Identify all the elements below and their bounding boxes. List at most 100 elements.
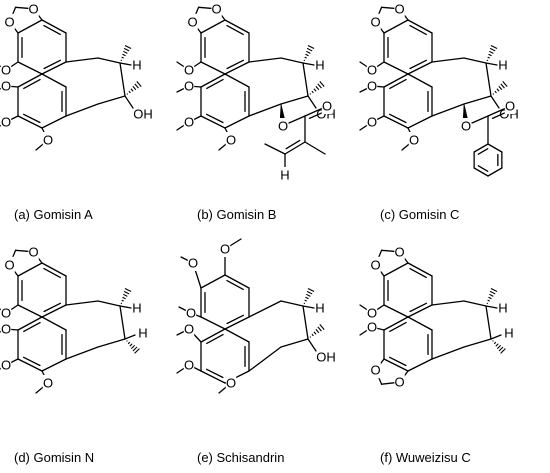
hydrogen-atom: H <box>280 168 289 183</box>
methyl-hashed-bond <box>487 56 490 59</box>
ring-bond <box>407 262 433 277</box>
ring-bond <box>383 316 409 331</box>
oxygen-atom-bg <box>394 374 405 391</box>
ring-bond <box>224 61 250 75</box>
ring-bond <box>17 73 43 88</box>
ring-bond <box>17 19 43 34</box>
oxygen-atom-bg <box>185 305 197 321</box>
oxygen-atom: O <box>371 257 381 272</box>
methyl-hashed-bond <box>131 345 135 349</box>
oxygen-atom-bg <box>370 256 381 273</box>
hydrogen-atom: H <box>315 58 324 73</box>
ring-double-bond <box>226 279 244 291</box>
hydroxyl-label: OH <box>133 107 153 122</box>
ring-double-bond <box>409 59 428 70</box>
oxygen-atom-bg <box>370 13 381 30</box>
methyl-hashed-bond <box>500 83 505 89</box>
hydroxyl-bond <box>307 95 317 109</box>
oxygen-atom-bg <box>183 114 195 130</box>
ring-double-bond <box>205 368 224 379</box>
hydrogen-atom: H <box>498 301 507 316</box>
ring-bond <box>383 358 409 372</box>
oxygen-atom: O <box>184 358 194 373</box>
oxygen-atom: O <box>367 115 377 130</box>
ring-double-bond <box>43 302 62 313</box>
cyclooctadiene-bond <box>485 305 492 340</box>
cyclooctadiene-bond <box>248 300 282 318</box>
cyclooctadiene-bond <box>302 305 309 340</box>
caption-gomisin-a: (a) Gomisin A <box>14 207 93 222</box>
oxygen-atom: O <box>43 133 53 148</box>
oxygen-atom: O <box>5 257 15 272</box>
methyl-hashed-bond <box>498 346 504 352</box>
caption-gomisin-c: (c) Gomisin C <box>380 207 459 222</box>
h-bond <box>119 305 132 309</box>
oxygen-atom-bg <box>183 321 195 337</box>
oxygen-atom: O <box>220 242 230 257</box>
hydroxyl-bond <box>490 95 500 109</box>
ring-bond <box>473 143 489 153</box>
methyl-hashed-bond <box>123 47 130 52</box>
methyl-hashed-bond <box>317 326 322 332</box>
ring-bond <box>407 19 433 34</box>
methyl-hashed-bond <box>315 328 320 334</box>
cyclooctadiene-bond <box>431 346 465 360</box>
ring-bond <box>17 316 43 331</box>
ring-bond <box>200 61 226 75</box>
oxygen-atom: O <box>5 14 15 29</box>
ring-double-bond <box>205 113 224 124</box>
oxygen-atom-bg <box>366 305 378 321</box>
cyclooctadiene-bond <box>463 338 492 348</box>
oxygen-atom-bg <box>28 243 39 260</box>
hydrogen-atom: H <box>498 58 507 73</box>
hydrogen-atom: H <box>138 326 147 341</box>
ring-double-bond <box>22 356 41 367</box>
methyl-hashed-bond <box>494 90 497 94</box>
oxygen-atom-bg <box>225 375 237 391</box>
ring-bond <box>41 61 67 75</box>
ring-bond <box>224 316 250 330</box>
carbonyl-bond <box>487 107 507 117</box>
methyl-hashed-bond <box>304 56 307 59</box>
ring-double-bond <box>409 267 427 279</box>
methyl-hashed-bond <box>497 345 501 349</box>
ring-bond <box>200 19 226 34</box>
methyl-hashed-bond <box>305 296 309 300</box>
methyl-hashed-bond <box>124 44 132 50</box>
methyl-hashed-bond <box>490 287 498 293</box>
ring-bond <box>487 143 503 153</box>
methyl-hashed-bond <box>493 341 497 345</box>
methyl-hashed-bond <box>120 302 123 305</box>
h-bond <box>485 62 498 66</box>
oxygen-atom-bg <box>219 241 231 257</box>
oxygen-atom: O <box>29 244 39 259</box>
carbonyl-oxygen-bg <box>504 98 516 114</box>
oxygen-atom: O <box>395 375 405 390</box>
methyl-hashed-bond <box>490 44 498 50</box>
cyclooctadiene-bond <box>65 300 99 306</box>
ring-double-bond <box>43 24 61 36</box>
oxygen-atom-bg <box>187 13 198 30</box>
ring-bond <box>17 262 43 277</box>
hydrogen-atom: H <box>132 58 141 73</box>
ring-double-bond <box>389 321 407 333</box>
hydrogen-atom-bg <box>131 57 143 73</box>
cyclooctadiene-bond <box>280 57 304 64</box>
oxygen-atom-bg <box>183 62 195 78</box>
oxygen-atom-bg <box>370 362 381 379</box>
h-bond <box>119 62 132 66</box>
oxygen-atom: O <box>1 79 11 94</box>
hydrogen-atom: H <box>315 301 324 316</box>
methyl-hashed-bond <box>315 85 320 91</box>
ring-bond <box>41 115 67 129</box>
oxygen-atom-bg <box>0 357 12 373</box>
oxygen-atom-bg <box>0 114 12 130</box>
methyl-hashed-bond <box>319 324 325 330</box>
oxygen-atom: O <box>186 306 196 321</box>
hydroxyl-label-bg <box>134 106 152 122</box>
oxygen-atom: O <box>371 14 381 29</box>
methyl-hashed-bond <box>124 287 132 293</box>
